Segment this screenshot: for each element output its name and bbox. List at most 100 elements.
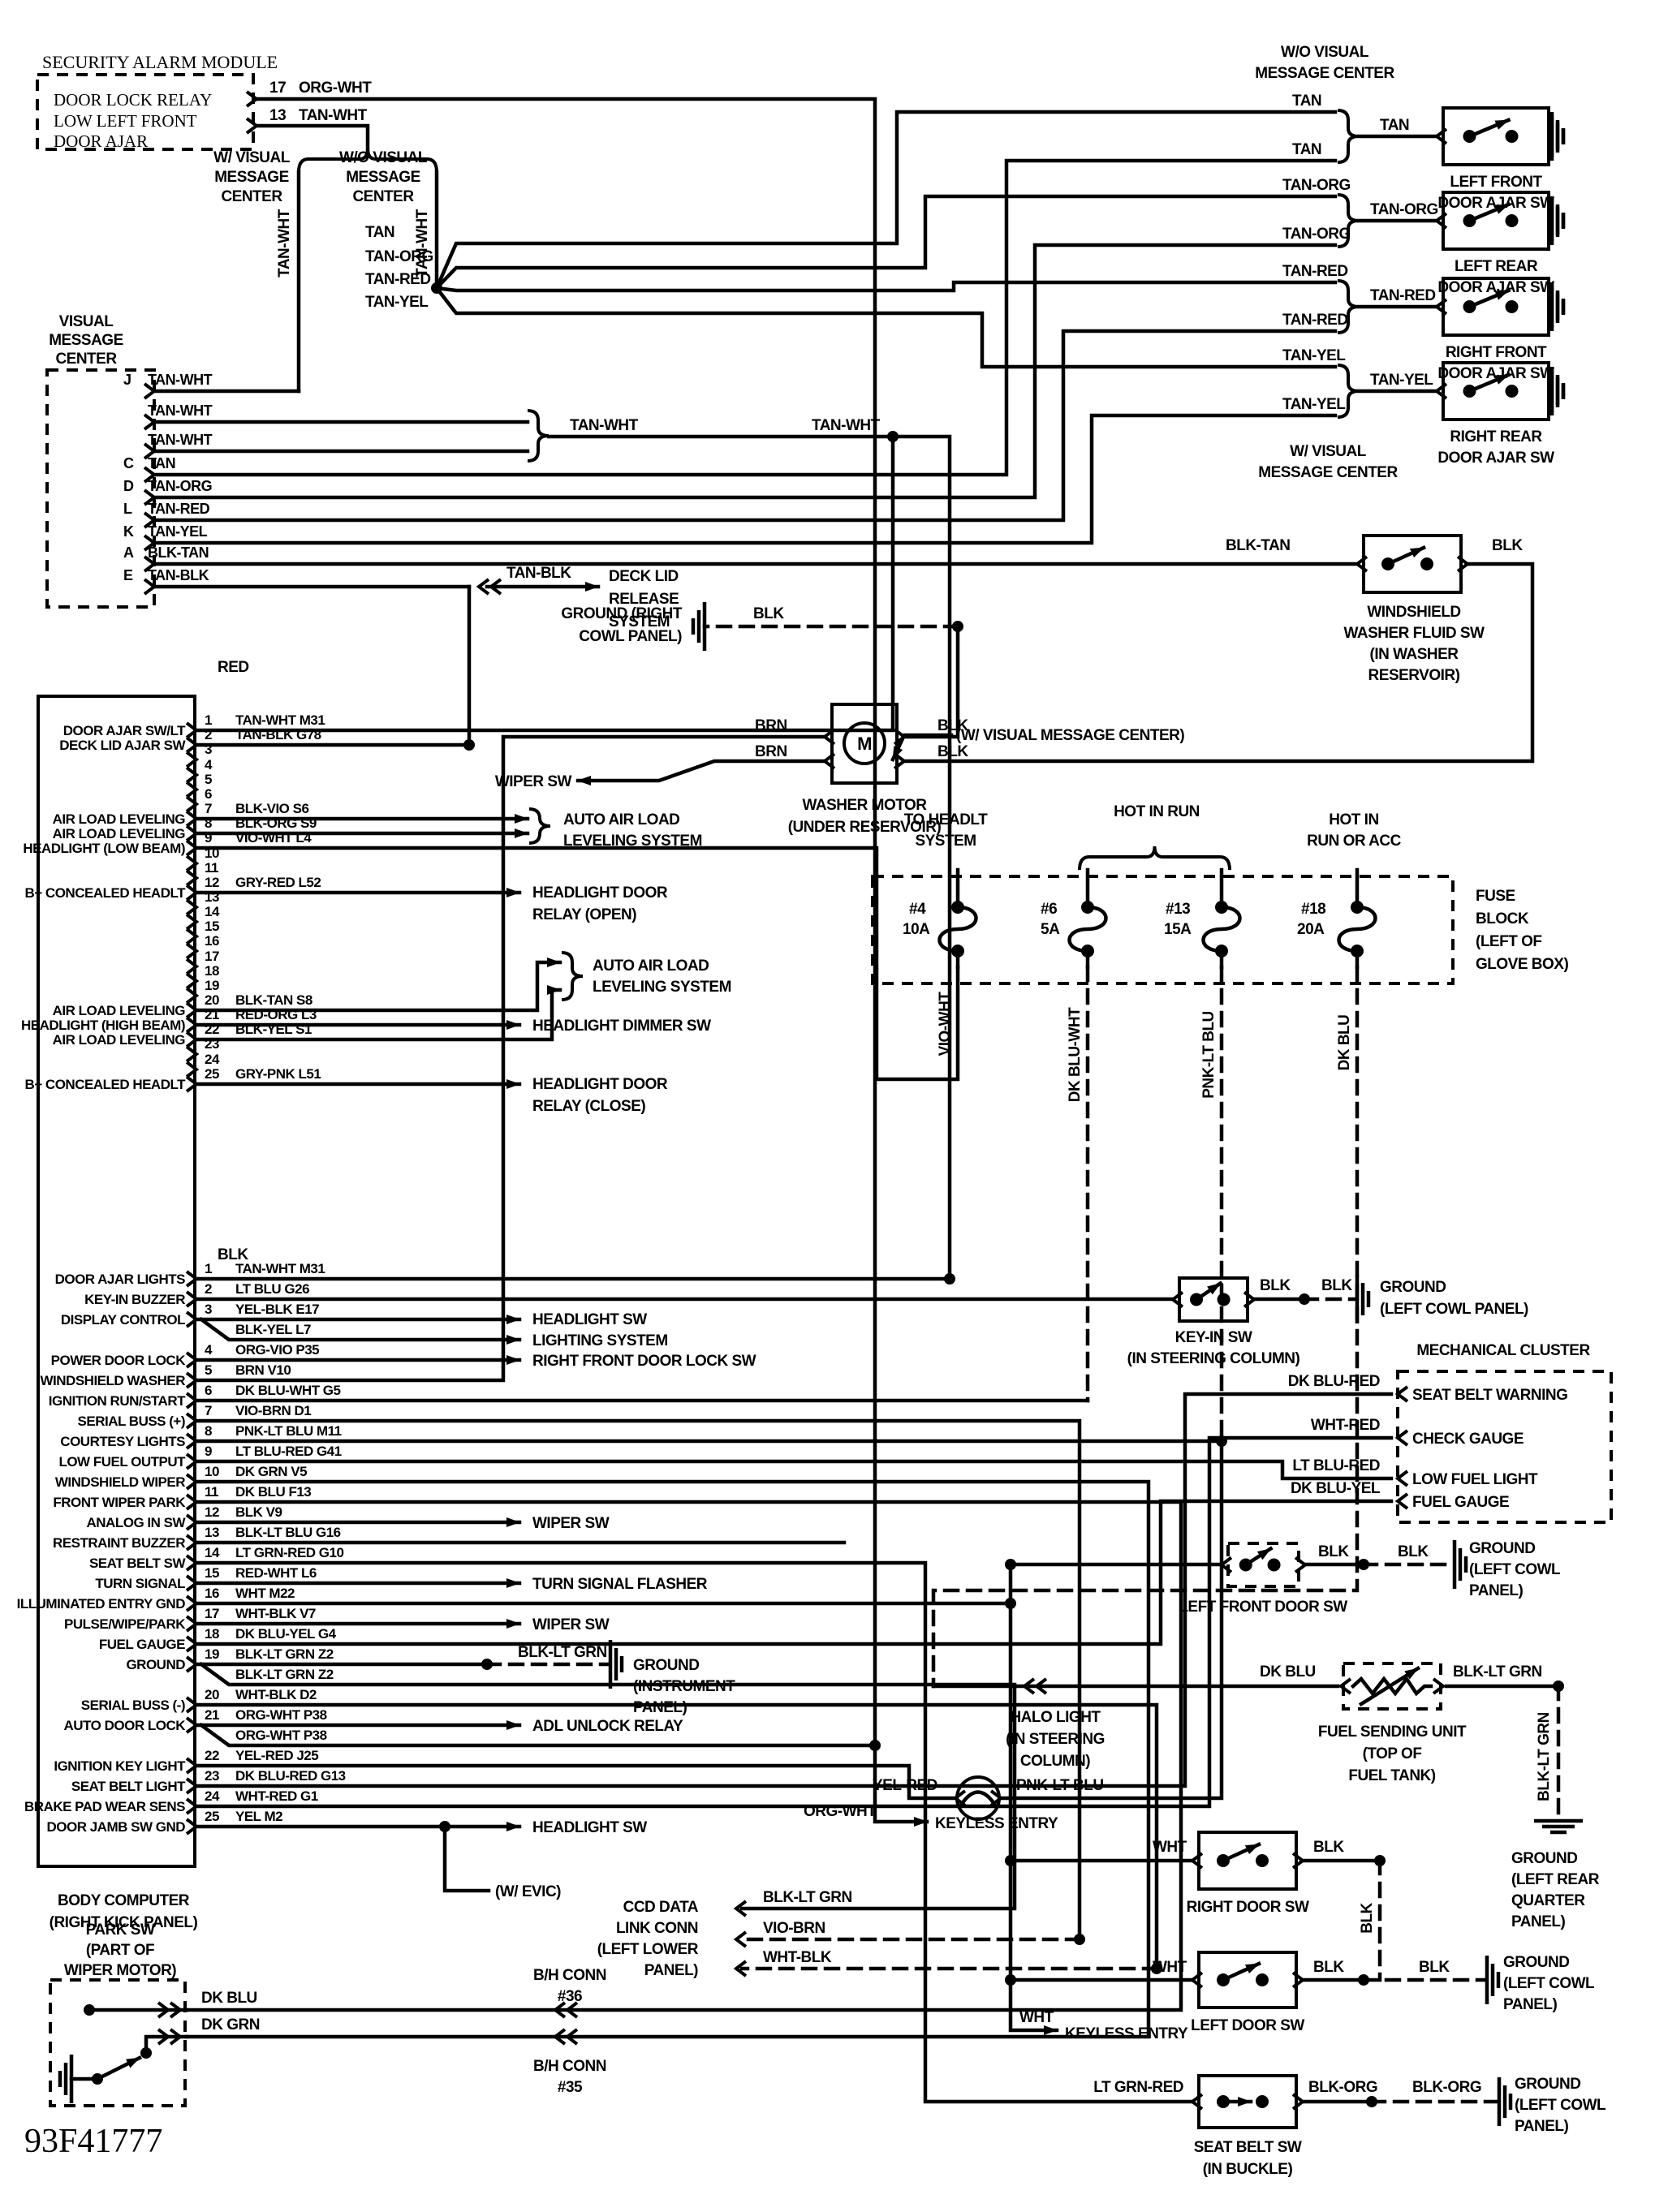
pin-function-label: POWER DOOR LOCK bbox=[51, 1353, 187, 1368]
lds-blk-1: BLK bbox=[1313, 1959, 1344, 1976]
brace-0 bbox=[297, 148, 438, 173]
blk5-brn bbox=[194, 734, 825, 1383]
vmc-pin-wire: BLK-TAN bbox=[148, 544, 209, 561]
washer-motor-2: (UNDER RESERVOIR) bbox=[788, 819, 942, 836]
pin-chevron-icon bbox=[185, 1574, 200, 1592]
left-front-door-switch bbox=[1226, 1542, 1300, 1588]
ccd-wire-3: WHT-BLK bbox=[763, 1949, 832, 1966]
pin-function-label: DOOR AJAR LIGHTS bbox=[55, 1272, 186, 1287]
washer-blk-1: BLK bbox=[937, 717, 968, 734]
pin-wire-color: YEL-BLK E17 bbox=[235, 1302, 319, 1317]
pin-function-label: ANALOG IN SW bbox=[87, 1515, 187, 1530]
pin-chevron-icon bbox=[185, 854, 200, 872]
connector-header: BLK bbox=[218, 1246, 248, 1263]
gnd-ip-2: (INSTRUMENT bbox=[633, 1678, 735, 1695]
sender-gnd-4: PANEL) bbox=[1511, 1913, 1565, 1930]
vmc-pin-chevron-icon bbox=[143, 413, 157, 431]
ccd-2: LINK CONN bbox=[616, 1920, 698, 1937]
keyin-gnd-2: (LEFT COWL PANEL) bbox=[1380, 1301, 1528, 1318]
bh36-2: #36 bbox=[558, 1988, 582, 2005]
pin-wire-color: DK BLU-YEL G4 bbox=[235, 1626, 337, 1642]
pin-chevron-icon bbox=[185, 1716, 200, 1734]
left-front-door-switch-contact bbox=[1267, 1558, 1281, 1572]
vmc-pin-chevron-icon bbox=[143, 555, 157, 573]
cluster-pin-chevron-icon bbox=[1394, 1429, 1409, 1447]
deck-lid-1: DECK LID bbox=[609, 568, 679, 585]
brace-5 bbox=[1337, 109, 1360, 164]
pin-chevron-icon bbox=[185, 1351, 200, 1369]
junction-dot bbox=[92, 2073, 103, 2085]
cluster-wire-label: LT BLU-RED bbox=[1292, 1457, 1380, 1474]
pin-wire-color: RED-WHT L6 bbox=[235, 1565, 317, 1581]
vmc-pin-chevron-icon bbox=[143, 488, 157, 506]
blk7-vio-brn bbox=[194, 1418, 1082, 1942]
blk9-cluster bbox=[194, 1459, 1394, 1481]
lr-ajar-label-2: DOOR AJAR SW bbox=[1437, 279, 1554, 296]
cluster-pin-chevron-icon bbox=[1394, 1492, 1409, 1510]
lfds-gnd-2: (LEFT COWL bbox=[1469, 1561, 1561, 1578]
pin-number: 12 bbox=[205, 1504, 219, 1520]
deck-lid-3: SYSTEM bbox=[609, 613, 670, 630]
pin-wire-color: BLK-TAN S8 bbox=[235, 992, 312, 1008]
w-vmc-right-1: W/ VISUAL bbox=[1290, 443, 1367, 460]
lds-gnd-3: PANEL) bbox=[1503, 1996, 1557, 2013]
junction-dot bbox=[1358, 1974, 1369, 1986]
park-sw-1: PARK SW bbox=[86, 1922, 155, 1939]
lfds-gnd-3: PANEL) bbox=[1469, 1582, 1523, 1599]
vmc-pin-chevron-icon bbox=[143, 534, 157, 552]
fuse4-num: #4 bbox=[909, 901, 926, 918]
fuse-hd-2: SYSTEM bbox=[915, 833, 976, 850]
fuse-element-0 bbox=[937, 905, 978, 953]
sender-gnd-3: QUARTER bbox=[1511, 1892, 1585, 1909]
sbs-blk-org-1: BLK-ORG bbox=[1308, 2079, 1377, 2096]
tgt-wiper-sw-1: WIPER SW bbox=[532, 1515, 610, 1532]
sbs-gnd-2: (LEFT COWL bbox=[1515, 2097, 1606, 2114]
pin-number: 21 bbox=[205, 1707, 219, 1723]
junction-dot bbox=[1299, 1293, 1310, 1305]
pin-wire-color: DK BLU-RED G13 bbox=[235, 1768, 346, 1784]
halo-pnk-lt-blu: PNK-LT BLU bbox=[1016, 1777, 1104, 1794]
inline-connector-icon bbox=[1021, 1677, 1036, 1695]
fan-tan-yel bbox=[433, 285, 1338, 369]
vmc-pin-letter: A bbox=[123, 544, 134, 561]
brace-6 bbox=[1337, 193, 1360, 248]
tgt-wiper-sw-2: WIPER SW bbox=[532, 1616, 610, 1633]
pin-chevron-icon bbox=[185, 898, 200, 916]
left-front-door-ajar-switch-terminal-icon bbox=[1433, 127, 1448, 145]
connector-chevron-icon bbox=[1338, 1677, 1352, 1695]
w-vmc-top-2: MESSAGE bbox=[214, 169, 289, 186]
pin-function-label: LOW FUEL OUTPUT bbox=[58, 1454, 186, 1470]
cluster-item-label: SEAT BELT WARNING bbox=[1412, 1387, 1567, 1404]
pin-wire-color: BRN V10 bbox=[235, 1362, 291, 1378]
pin-wire-color: BLK-LT BLU G16 bbox=[235, 1525, 341, 1540]
connector-header: RED bbox=[218, 659, 249, 676]
fuse13-wire: PNK-LT BLU bbox=[1200, 1011, 1218, 1099]
hd-relay-close-1: HEADLIGHT DOOR bbox=[532, 1076, 668, 1093]
lfds-blk-2: BLK bbox=[1398, 1543, 1429, 1560]
vmc-pin-wire: TAN-WHT bbox=[148, 372, 213, 388]
fuse4-wire: VIO-WHT bbox=[937, 992, 954, 1057]
park-arm bbox=[94, 2055, 143, 2082]
rds-label: RIGHT DOOR SW bbox=[1187, 1899, 1309, 1916]
gnd-right-cowl-1: GROUND (RIGHT bbox=[561, 605, 683, 622]
right-front-door-ajar-switch-arm bbox=[1467, 288, 1511, 309]
windshield-washer-fluid-switch-terminal-icon bbox=[1456, 555, 1471, 573]
bh36-1: B/H CONN bbox=[533, 1967, 606, 1984]
cluster-wire-label: DK BLU-RED bbox=[1288, 1373, 1380, 1390]
pin-wire-color: BLK-VIO S6 bbox=[235, 801, 308, 816]
ccd-wire-1: BLK-LT GRN bbox=[763, 1889, 852, 1906]
washer-motor-circle bbox=[843, 721, 886, 765]
pin-number: 16 bbox=[205, 933, 219, 949]
junction-dot bbox=[439, 1821, 450, 1832]
junction-dot bbox=[952, 621, 963, 632]
halo-bulb bbox=[955, 1775, 1001, 1821]
connector-chevron-icon bbox=[733, 1900, 748, 1917]
wwfs-3: (IN WASHER bbox=[1370, 646, 1459, 663]
pin-chevron-icon bbox=[185, 1061, 200, 1078]
pin-function-label: B+ CONCEALED HEADLT bbox=[25, 885, 187, 901]
pin-number: 11 bbox=[205, 1484, 218, 1500]
inline-connector-icon bbox=[552, 2028, 567, 2046]
vmc-pin-letter: K bbox=[123, 523, 134, 540]
vmc-pin-letter: J bbox=[123, 372, 131, 388]
fan-label-tan-yel: TAN-YEL bbox=[365, 294, 429, 311]
